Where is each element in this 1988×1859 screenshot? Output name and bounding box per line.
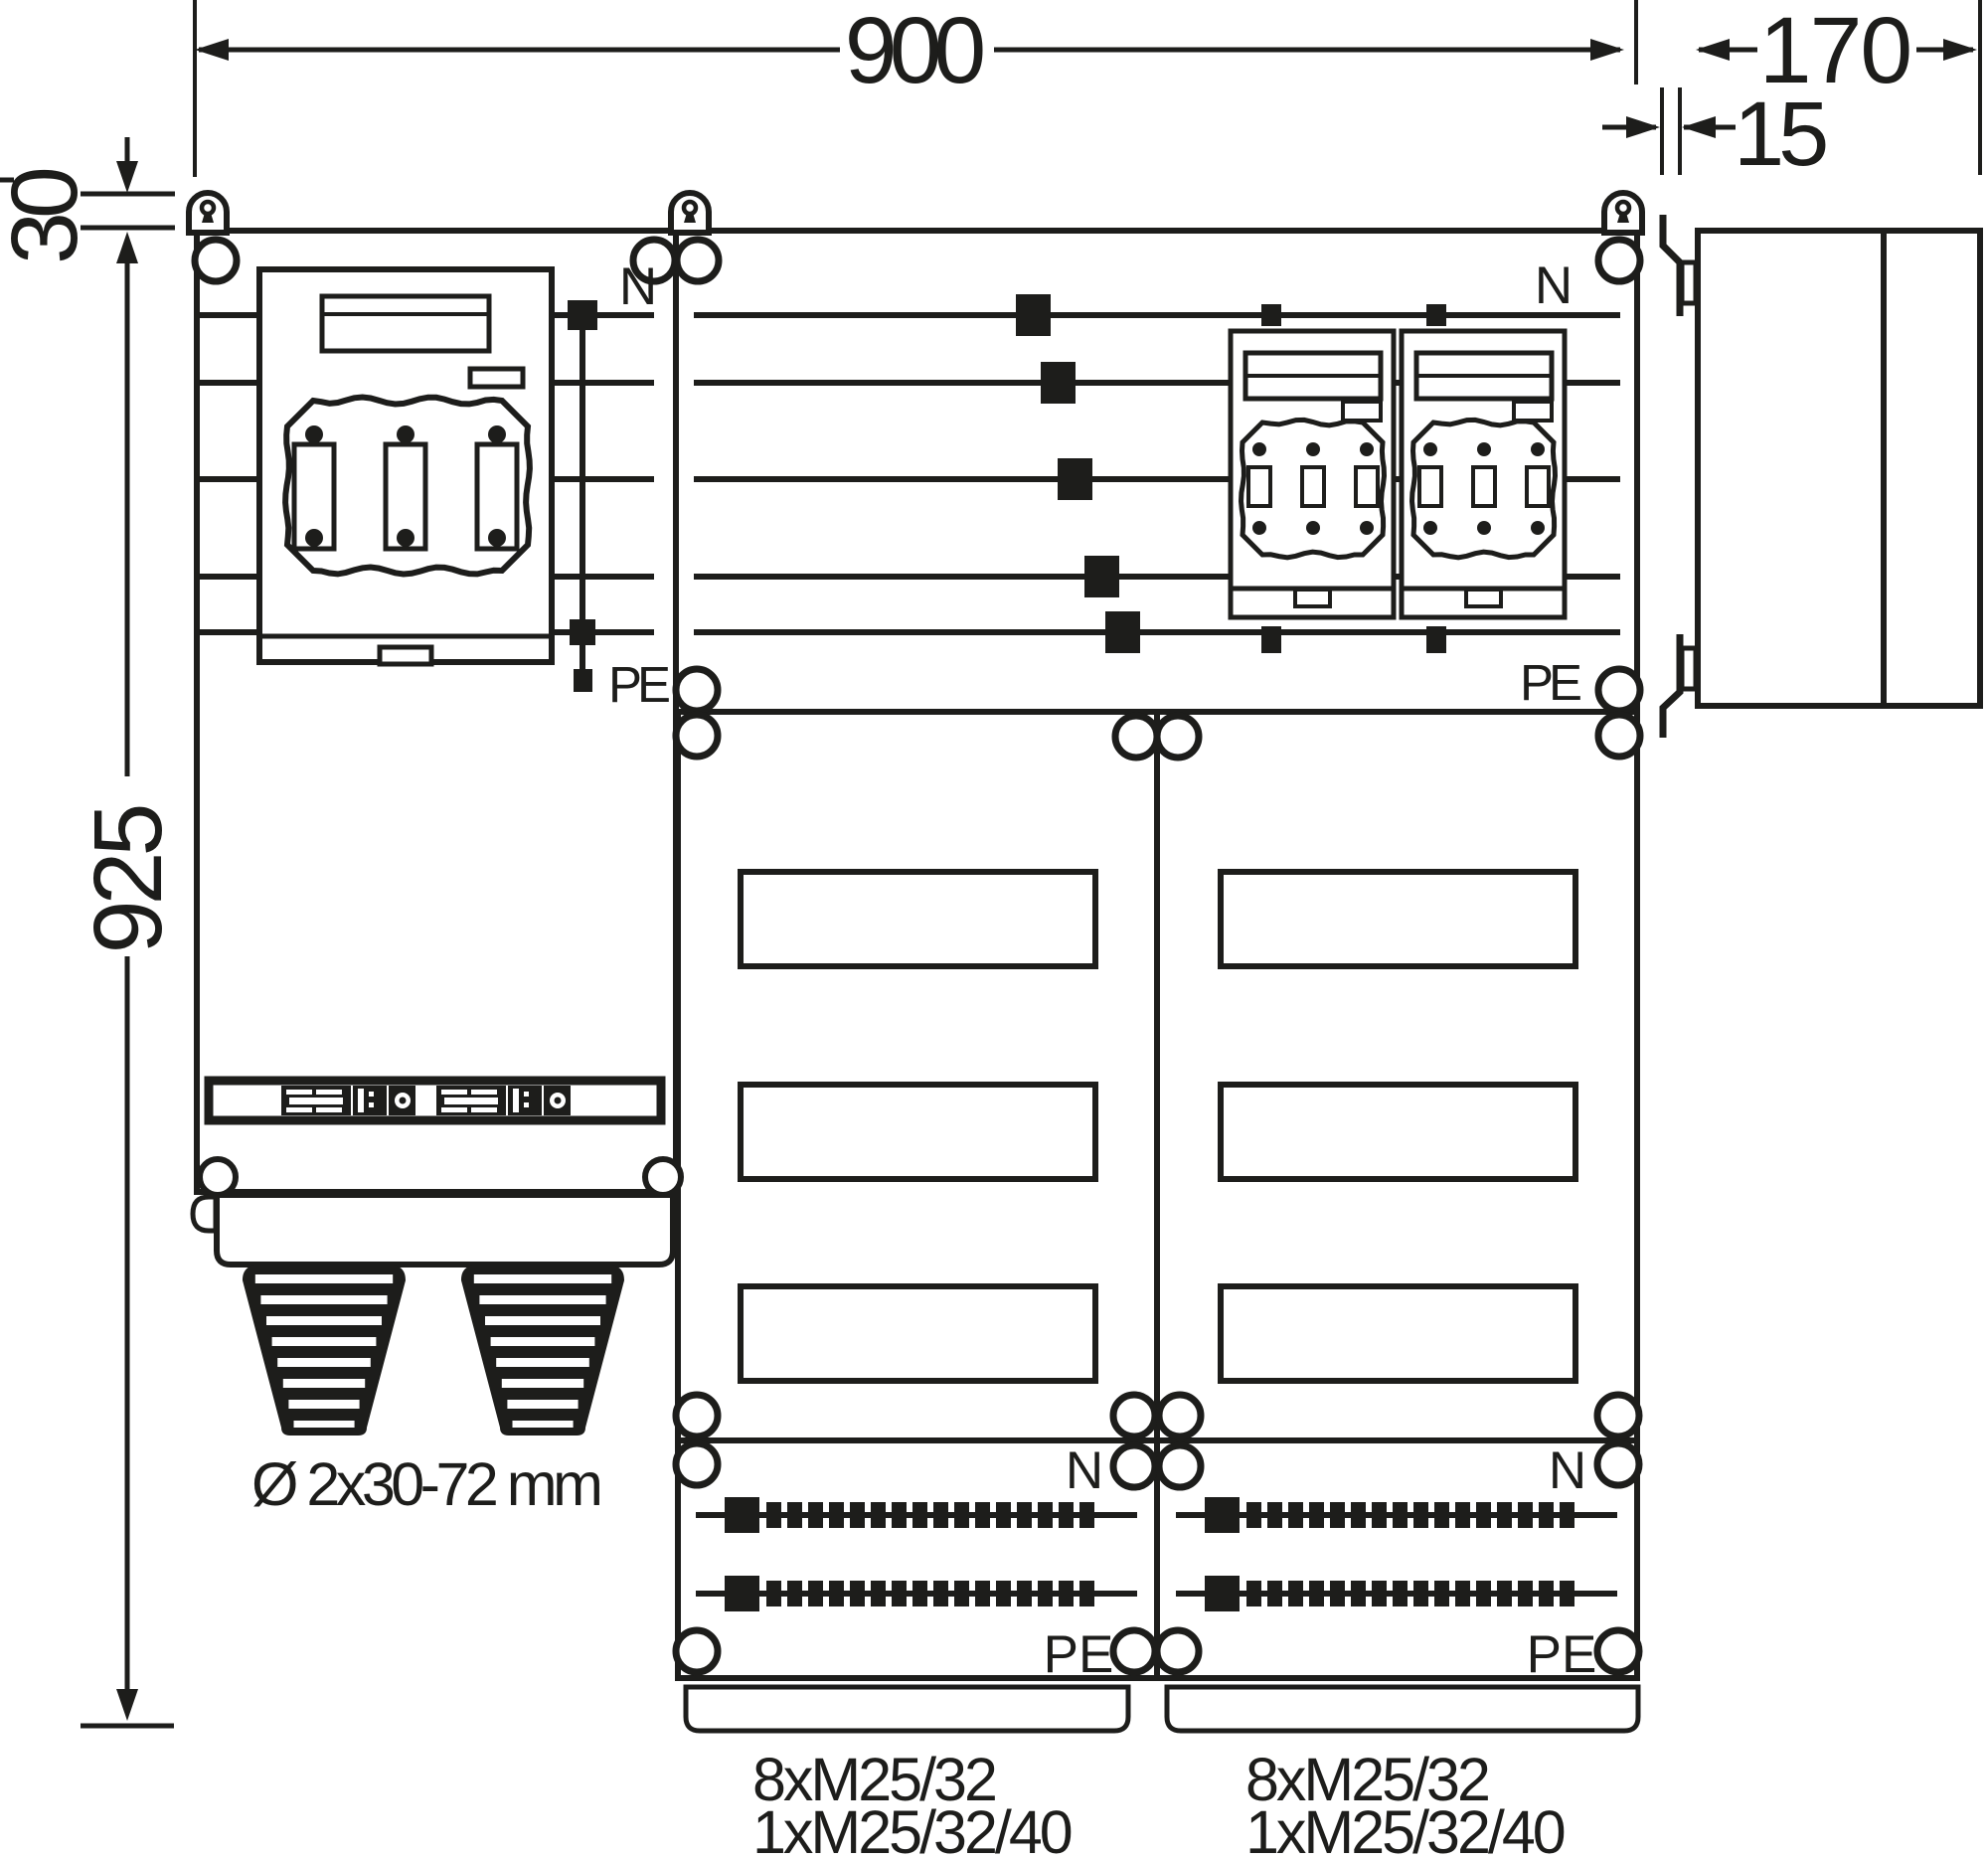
svg-text:8xM25/32: 8xM25/32 [752,1746,995,1813]
svg-text:1xM25/32/40: 1xM25/32/40 [1245,1798,1565,1859]
svg-text:PE: PE [1527,1625,1597,1684]
svg-text:N: N [619,257,657,316]
svg-text:PE: PE [608,656,669,713]
svg-text:N: N [1549,1441,1586,1500]
svg-text:PE: PE [1520,654,1580,711]
svg-text:925: 925 [74,807,182,954]
svg-text:900: 900 [845,0,984,103]
svg-text:8xM25/32: 8xM25/32 [1245,1746,1488,1813]
svg-text:Ø 2x30-72 mm: Ø 2x30-72 mm [251,1450,599,1518]
svg-text:N: N [1066,1441,1103,1500]
svg-text:30: 30 [0,169,97,264]
svg-text:N: N [1535,256,1573,315]
svg-text:PE: PE [1044,1625,1114,1684]
svg-text:15: 15 [1734,84,1826,185]
svg-text:1xM25/32/40: 1xM25/32/40 [752,1798,1072,1859]
svg-text:170: 170 [1759,0,1911,103]
